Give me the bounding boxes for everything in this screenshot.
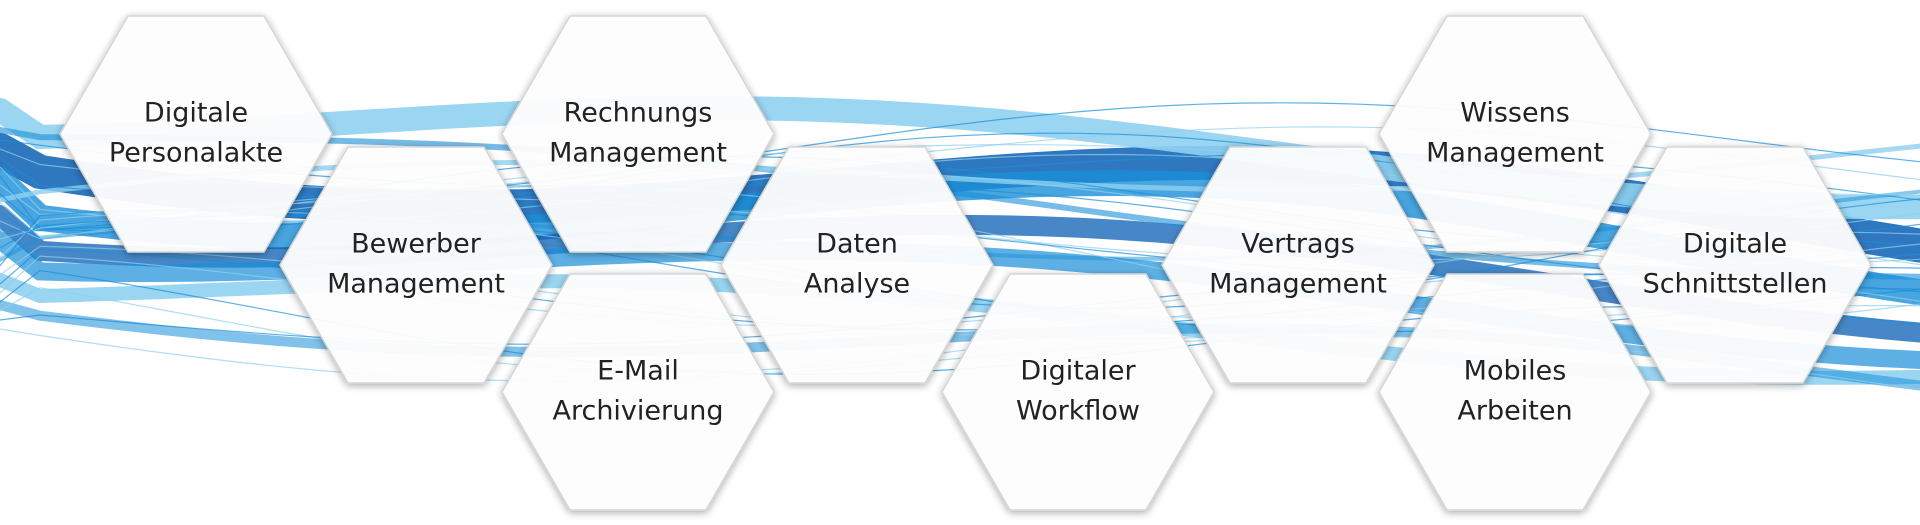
hexagon-label-line: Schnittstellen [1643,269,1828,300]
hexagon-label-line: Arbeiten [1457,396,1572,427]
hexagon-label-line: Rechnungs [564,98,713,129]
hexagon-label-line: Management [327,269,505,300]
hexagon-label-line: Digitale [1683,229,1787,260]
hexagon-shape [279,146,553,384]
hexagon-label-line: Mobiles [1464,356,1567,387]
hexagon-label-line: Digitaler [1020,356,1136,387]
hexagon-shape [720,146,994,384]
hexagon-shape [1598,146,1872,384]
hexagon-shape [1378,273,1652,511]
hexagon-shape [1161,146,1435,384]
hexagon-shape [59,15,333,253]
hexagon-shape [1378,15,1652,253]
hexagon-label-line: Archivierung [553,396,724,427]
hexagon-label-line: Analyse [804,269,910,300]
hexagon-label-line: Bewerber [351,229,482,260]
hexagon-label-line: Personalakte [109,138,283,169]
hexagon-shape [501,273,775,511]
hexagon-label-line: Daten [816,229,898,260]
hexagon-label-line: Workflow [1016,396,1140,427]
hexagon-label-line: Management [1426,138,1604,169]
hexagon-label-line: Management [549,138,727,169]
hexagon-label-line: Vertrags [1241,229,1355,260]
hexagon-label-line: E-Mail [597,356,679,387]
hexagon-shape [941,273,1215,511]
hexagon-label-line: Digitale [144,98,248,129]
hexagon-shape [501,15,775,253]
hexagon-label-line: Wissens [1460,98,1570,129]
hexagon-label-line: Management [1209,269,1387,300]
